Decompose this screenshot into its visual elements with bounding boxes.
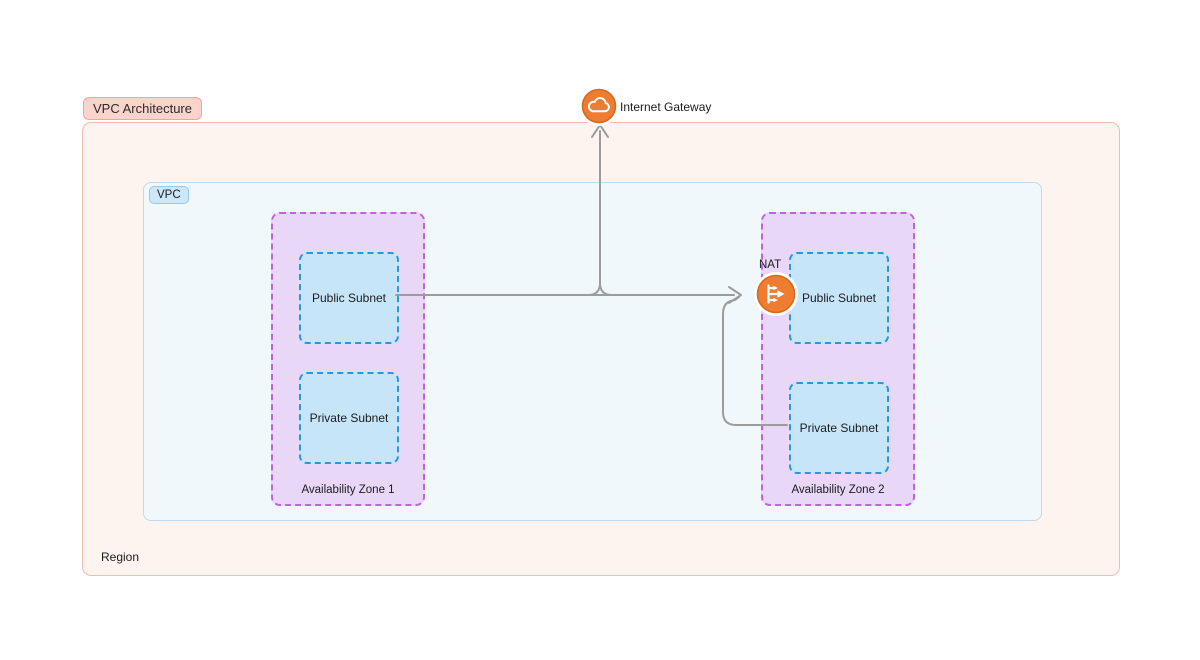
region-container: Region VPC Public Subnet Private Subnet … <box>82 122 1120 576</box>
public-subnet-az2: Public Subnet <box>789 252 889 344</box>
nat-gateway-label: NAT <box>759 259 782 271</box>
vpc-container: VPC Public Subnet Private Subnet Availab… <box>143 182 1042 521</box>
internet-gateway-label: Internet Gateway <box>620 100 712 114</box>
region-label: Region <box>101 550 140 564</box>
private-subnet-az2: Private Subnet <box>789 382 889 474</box>
internet-gateway-icon <box>579 86 619 126</box>
availability-zone-2-label: Availability Zone 2 <box>791 484 885 496</box>
availability-zone-1-label: Availability Zone 1 <box>301 484 395 496</box>
private-subnet-az1: Private Subnet <box>299 372 399 464</box>
availability-zone-1: Public Subnet Private Subnet Availabilit… <box>271 212 425 506</box>
availability-zone-2: Public Subnet Private Subnet Availabilit… <box>761 212 915 506</box>
vpc-badge: VPC <box>149 186 189 204</box>
diagram-title-badge: VPC Architecture <box>83 97 202 120</box>
public-subnet-az1: Public Subnet <box>299 252 399 344</box>
